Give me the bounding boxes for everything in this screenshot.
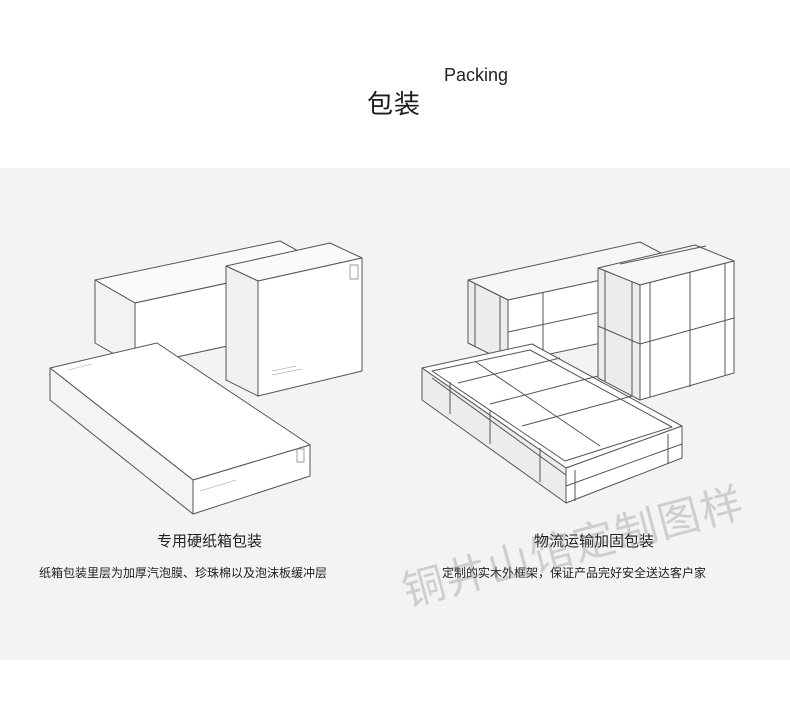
cardboard-description: 纸箱包装里层为加厚汽泡膜、珍珠棉以及泡沫板缓冲层 [39, 566, 328, 580]
cardboard-caption: 专用硬纸箱包装 [157, 532, 263, 550]
section-title: 包装 [367, 90, 422, 120]
cardboard-boxes-illustration [49, 240, 363, 515]
wooden-caption: 物流运输加固包装 [534, 532, 655, 550]
packing-illustration [49, 240, 735, 515]
section-subtitle-en: Packing [444, 65, 509, 85]
section-header: 包装 Packing [0, 0, 790, 168]
packing-panel: 专用硬纸箱包装 纸箱包装里层为加厚汽泡膜、珍珠棉以及泡沫板缓冲层 物流运输加固包… [0, 168, 790, 660]
footer-area [0, 660, 790, 705]
wooden-description: 定制的实木外框架，保证产品完好安全送达客户家 [442, 566, 707, 580]
wooden-crates-illustration [421, 241, 735, 504]
